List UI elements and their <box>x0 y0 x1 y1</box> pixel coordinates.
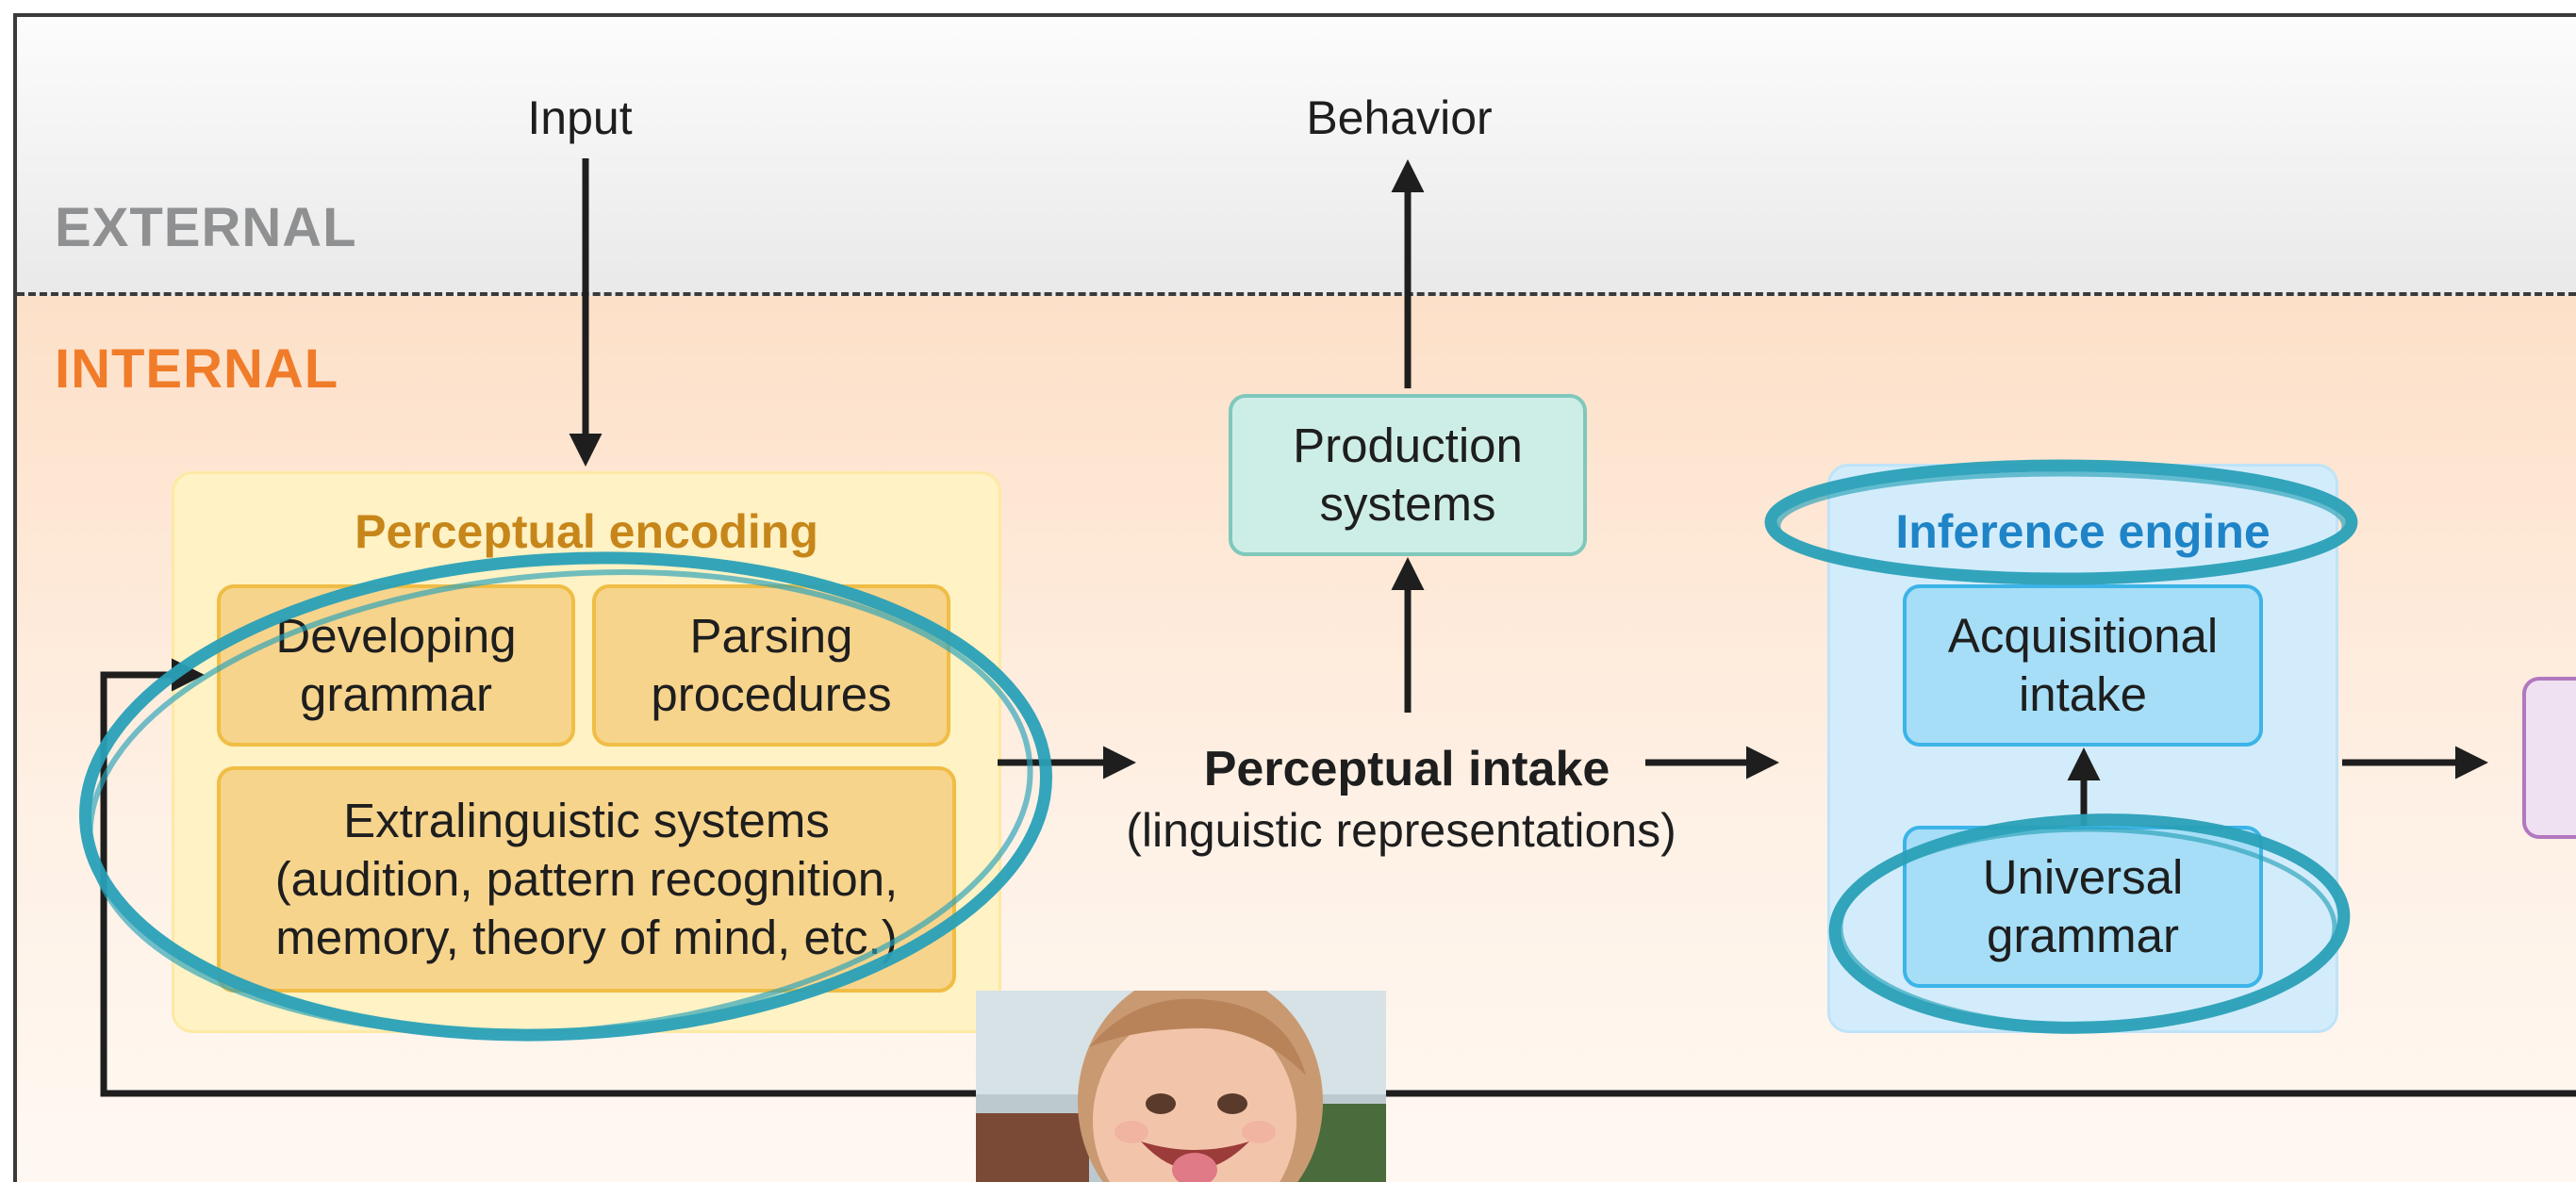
extralinguistic-systems-box: Extralinguistic systems (audition, patte… <box>217 766 956 993</box>
inference-engine-title: Inference engine <box>1895 505 2271 558</box>
acquisitional-intake-box: Acquisitional intake <box>1903 584 2263 747</box>
input-label: Input <box>527 91 633 144</box>
external-region <box>17 17 2576 296</box>
perceptual-encoding-title: Perceptual encoding <box>355 505 818 558</box>
diagram-frame <box>13 13 2576 1182</box>
toddler-photo <box>976 991 1386 1182</box>
highlight-ring-universal-grammar <box>1828 813 2351 1034</box>
highlight-ring-inference-title-2 <box>1775 471 2347 581</box>
external-label: EXTERNAL <box>55 197 357 258</box>
production-systems-box: Production systems <box>1229 394 1587 556</box>
external-internal-divider <box>17 292 2576 296</box>
perceptual-intake-subtitle: (linguistic representations) <box>1126 804 1676 857</box>
next-stage-box <box>2522 677 2576 839</box>
internal-label: INTERNAL <box>55 338 339 400</box>
highlight-ring-perceptual <box>79 551 1052 1042</box>
universal-grammar-box: Universal grammar <box>1903 826 2263 988</box>
highlight-ring-universal-grammar-2 <box>1838 827 2337 1028</box>
behavior-label: Behavior <box>1306 91 1493 144</box>
highlight-ring-perceptual-2 <box>87 569 1033 1037</box>
perceptual-intake-title: Perceptual intake <box>1203 742 1610 796</box>
toddler-illustration <box>976 991 1386 1182</box>
